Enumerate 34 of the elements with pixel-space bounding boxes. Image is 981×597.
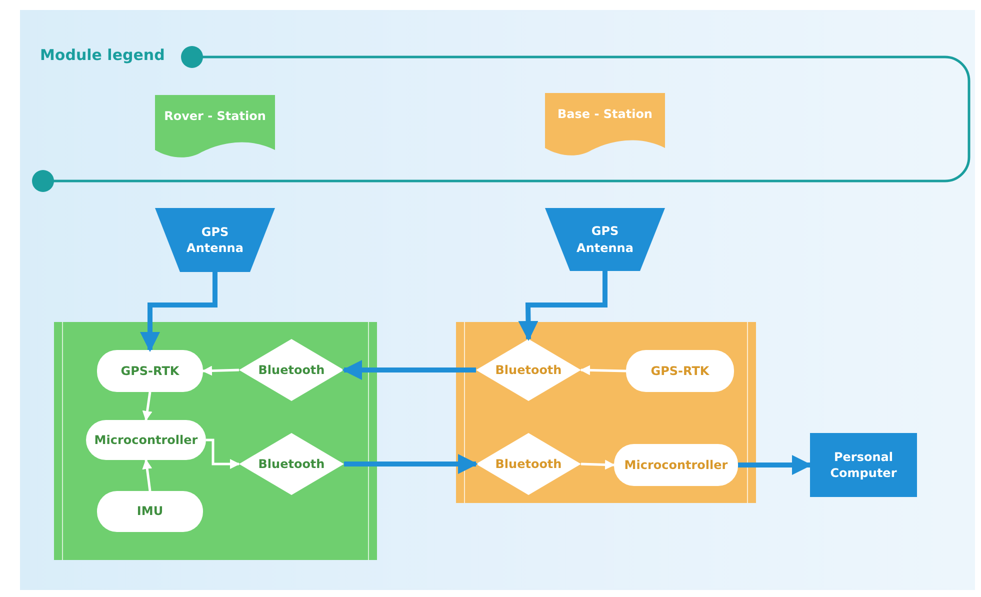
legend-text: Rover - Station (163, 109, 267, 123)
process-pill (97, 350, 203, 392)
process-pill (86, 420, 206, 460)
node-text: Bluetooth (495, 362, 562, 378)
node-text: GPS-RTK (650, 362, 710, 380)
node-text: GPS Antenna (576, 223, 634, 256)
node-text: GPS-RTK (120, 362, 180, 380)
module-panel (54, 322, 377, 560)
arrow (580, 365, 626, 376)
node-text: Microcontroller (94, 432, 198, 448)
arrow (344, 454, 478, 474)
legend-heading: Module legend (40, 46, 165, 64)
computer-box (810, 433, 917, 497)
arrow (518, 271, 608, 341)
process-pill (97, 491, 203, 532)
arrow (738, 455, 812, 475)
node-text: Microcontroller (624, 456, 728, 474)
process-pill (614, 444, 738, 486)
arrow (206, 438, 240, 469)
module-panel (456, 322, 756, 503)
arrow (342, 360, 476, 380)
node-text: IMU (136, 503, 164, 520)
arrow (202, 366, 240, 376)
node-text: Personal Computer (829, 448, 898, 482)
node-text: Bluetooth (258, 456, 325, 472)
node-text: Bluetooth (495, 456, 562, 472)
process-pill (626, 350, 734, 392)
arrow (580, 460, 615, 470)
arrow (142, 459, 152, 492)
node-text: GPS Antenna (186, 224, 244, 256)
arrow (140, 272, 218, 352)
arrow (142, 392, 152, 421)
legend-text: Base - Station (556, 107, 654, 121)
node-text: Bluetooth (258, 362, 325, 378)
